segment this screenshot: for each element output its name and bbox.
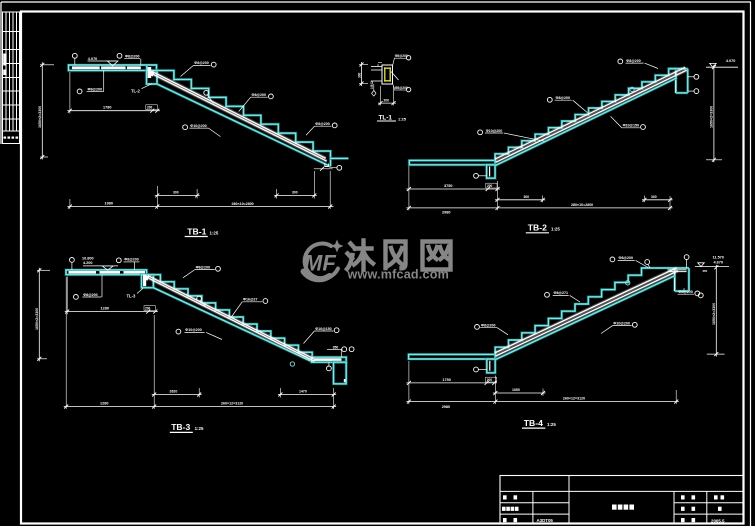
svg-text:200: 200: [384, 98, 390, 102]
svg-text:Φ8@200: Φ8@200: [124, 258, 138, 262]
svg-text:TL-2: TL-2: [131, 89, 141, 94]
svg-text:Φ10@150: Φ10@150: [623, 124, 639, 128]
svg-text:TB-1: TB-1: [187, 226, 206, 236]
svg-text:4.070: 4.070: [88, 57, 98, 61]
svg-text:A3DT05: A3DT05: [537, 518, 554, 523]
svg-text:1:25: 1:25: [551, 227, 560, 232]
svg-text:TL-3: TL-3: [127, 294, 137, 299]
svg-text:Φ6@200: Φ6@200: [678, 290, 692, 294]
svg-text:Φ8@200: Φ8@200: [252, 93, 266, 97]
svg-text:Φ10@200: Φ10@200: [190, 124, 206, 128]
svg-text:10.800: 10.800: [82, 257, 94, 261]
svg-text:200: 200: [487, 378, 493, 382]
svg-text:TB-4: TB-4: [524, 418, 543, 428]
svg-text:Φ8@200: Φ8@200: [196, 265, 210, 269]
svg-text:Φ8@200: Φ8@200: [194, 61, 208, 65]
svg-text:1:25: 1:25: [210, 230, 219, 235]
svg-text:Φ16@27: Φ16@27: [243, 298, 257, 302]
svg-text:1Φ12: 1Φ12: [370, 81, 374, 89]
svg-text:www.mfcad.com: www.mfcad.com: [347, 268, 450, 282]
svg-text:Φ8@200: Φ8@200: [395, 54, 408, 58]
svg-text:2620: 2620: [170, 390, 178, 394]
svg-text:Φ8@200: Φ8@200: [619, 256, 633, 260]
svg-text:TB-2: TB-2: [528, 223, 547, 233]
svg-text:TB-3: TB-3: [171, 422, 190, 432]
svg-text:Φ8@200: Φ8@200: [83, 293, 97, 297]
svg-text:Φ8@271: Φ8@271: [554, 291, 568, 295]
svg-text:1:25: 1:25: [398, 117, 407, 122]
svg-text:280×10=2800: 280×10=2800: [232, 202, 254, 206]
svg-text:280×10=2800: 280×10=2800: [571, 203, 593, 207]
svg-text:MF: MF: [304, 251, 336, 276]
svg-text:1650×2=3300: 1650×2=3300: [712, 303, 716, 325]
svg-text:Φ8@200: Φ8@200: [626, 59, 640, 63]
svg-text:300: 300: [358, 72, 362, 78]
svg-text:1280: 1280: [101, 307, 109, 311]
svg-text:1:25: 1:25: [195, 426, 204, 431]
svg-text:Φ8@200: Φ8@200: [125, 55, 139, 59]
svg-text:2980: 2980: [442, 405, 450, 409]
svg-text:200: 200: [147, 106, 153, 110]
svg-text:300: 300: [292, 190, 298, 194]
svg-text:4.200: 4.200: [83, 261, 93, 265]
svg-text:1:25: 1:25: [547, 422, 556, 427]
svg-text:1280: 1280: [100, 402, 108, 406]
svg-text:300: 300: [524, 195, 530, 199]
svg-text:Φ10@200: Φ10@200: [486, 129, 502, 133]
svg-text:1650×2=3300: 1650×2=3300: [38, 106, 42, 128]
svg-text:Φ8@200: Φ8@200: [88, 87, 102, 91]
svg-text:2980: 2980: [442, 211, 450, 215]
svg-text:Φ8@200: Φ8@200: [556, 96, 570, 100]
svg-text:Φ8@200: Φ8@200: [315, 122, 329, 126]
svg-text:4.670: 4.670: [714, 260, 724, 264]
svg-text:1650×2=3300: 1650×2=3300: [35, 308, 39, 330]
svg-text:3750: 3750: [444, 184, 452, 188]
svg-text:260×12=3120: 260×12=3120: [563, 397, 585, 401]
svg-text:11.570: 11.570: [713, 255, 724, 259]
svg-text:300: 300: [651, 195, 657, 199]
svg-text:1470: 1470: [299, 390, 307, 394]
svg-text:Φ8@200: Φ8@200: [395, 86, 408, 90]
svg-text:350: 350: [333, 345, 339, 349]
svg-text:1050: 1050: [512, 388, 520, 392]
svg-text:1780: 1780: [103, 106, 111, 110]
svg-text:2005.5: 2005.5: [711, 518, 725, 523]
svg-text:1750: 1750: [442, 378, 450, 382]
svg-text:Φ10@200: Φ10@200: [613, 321, 629, 325]
svg-text:200: 200: [487, 184, 493, 188]
svg-text:Φ10@200: Φ10@200: [185, 328, 201, 332]
svg-text:200: 200: [145, 307, 151, 311]
svg-text:4.070: 4.070: [726, 59, 736, 63]
svg-text:300: 300: [173, 190, 179, 194]
svg-text:1650×2=3300: 1650×2=3300: [710, 106, 714, 128]
svg-text:365: 365: [703, 269, 708, 273]
svg-text:Φ8@200: Φ8@200: [481, 324, 495, 328]
svg-text:1980: 1980: [105, 202, 113, 206]
svg-text:260×12=3120: 260×12=3120: [221, 402, 243, 406]
svg-text:TL-1: TL-1: [379, 115, 393, 122]
svg-text:Φ10@150: Φ10@150: [315, 327, 331, 331]
